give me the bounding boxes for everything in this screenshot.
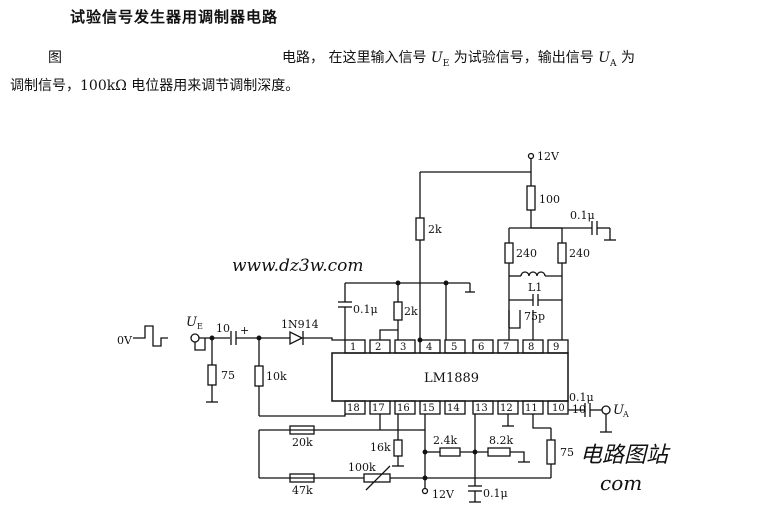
ue-sub: E [197,322,203,331]
wire [532,414,551,429]
l1-label: L1 [528,281,542,294]
resistor-240-right [557,242,567,264]
desc-middle: 电路， 在这里输入信号 [282,50,427,66]
r240-left-label: 240 [516,247,537,260]
pin-11: 11 [525,403,538,414]
vcc-bottom-terminal [421,487,429,495]
fig-prefix: 图 [48,50,62,66]
pin-12: 12 [500,403,513,414]
diode-1n914 [289,330,304,346]
pin-7: 7 [503,342,509,353]
pin-5: 5 [451,342,457,353]
resistor-16k [393,439,403,457]
pin-14: 14 [447,403,460,414]
top-pin-numbers: 1 2 3 4 5 6 7 8 9 [350,342,559,353]
wire [379,329,398,340]
resistor-2-4k [439,447,461,457]
resistor-8-2k [487,447,511,457]
pin-15: 15 [422,403,435,414]
r82k-label: 8.2k [489,434,513,447]
pin-1: 1 [350,342,356,353]
junction [417,337,423,343]
vcc-bottom-label: 12V [432,488,455,501]
c01-top-label: 0.1μ [570,209,595,222]
c10-out-label: 10 [572,403,586,416]
ua-sub: A [622,410,629,419]
description-line-2: 调制信号，100kΩ 电位器用来调节调制深度。 [10,78,300,94]
r24k-label: 2.4k [433,434,457,447]
r100-label: 100 [539,193,560,206]
inductor-l1 [520,271,546,277]
watermark-corner-cn: 电路图站 [580,443,671,468]
ua-subscript: A [610,58,617,69]
diode-label: 1N914 [281,318,319,331]
ov-label: 0V [117,334,133,347]
r75-in-label: 75 [221,369,235,382]
pin-16: 16 [397,403,410,414]
c01-bottom-label: 0.1μ [483,487,508,500]
ue-subscript: E [442,58,450,69]
resistor-10k [254,365,264,387]
pin-2: 2 [375,342,381,353]
resistor-2k-b [393,301,403,321]
resistor-240-left [504,242,514,264]
vcc-top-label: 12V [537,150,560,163]
desc-suffix: 为 [620,50,635,66]
r10k-label: 10k [266,370,287,383]
resistor-100 [526,185,536,211]
ue-symbol: U [430,50,443,66]
pot-wiper-arrow [365,465,391,491]
pin-3: 3 [400,342,406,353]
watermark-text: www.dz3w.com [232,256,364,276]
pin-18: 18 [347,403,360,414]
pin-17: 17 [372,403,385,414]
pin-4: 4 [426,342,432,353]
resistor-47k [289,473,315,483]
resistor-2k-a [415,217,425,241]
pin-6: 6 [478,342,484,353]
watermark-corner-url: com [600,471,642,495]
wire [303,337,345,341]
c01-out-label: 0.1μ [569,391,594,404]
page-title: 试验信号发生器用调制器电路 [70,8,279,26]
c01-pin-label: 0.1μ [353,303,378,316]
c10-in-label: 10 [216,322,230,335]
chip-name: LM1889 [424,371,479,386]
r16k-label: 16k [370,441,391,454]
ue-label: U [186,315,198,330]
c75p-label: 75p [524,310,545,323]
r75-out-label: 75 [560,446,574,459]
r240-right-label: 240 [569,247,590,260]
pin-10: 10 [552,403,565,414]
wire [194,338,206,351]
plus-label: + [240,324,249,337]
description-line-1: 图电路， 在这里输入信号 UE 为试验信号，输出信号 UA 为 [48,44,635,78]
resistor-75-out [546,439,556,465]
pot-label: 100k [348,461,376,474]
bottom-pins [344,400,569,415]
ua-symbol: U [598,50,611,66]
r2k-b-label: 2k [404,305,418,318]
wire [259,414,346,417]
ua-label: U [613,403,625,418]
wire [509,310,521,329]
r2k-a-label: 2k [428,223,442,236]
resistor-75-in [207,364,217,386]
ua-terminal [601,405,611,415]
pin-9: 9 [553,342,559,353]
r47k-label: 47k [292,484,313,497]
potentiometer-100k [363,473,391,483]
resistor-20k [289,425,315,435]
pin-13: 13 [475,403,488,414]
desc-mid2: 为试验信号，输出信号 [453,50,594,66]
wire [510,451,525,462]
pin-8: 8 [528,342,534,353]
junction [209,335,215,341]
vcc-top-terminal [527,152,535,160]
ue-terminal [190,333,200,343]
bottom-pin-numbers: 18 17 16 15 14 13 12 11 10 [347,403,565,414]
r20k-label: 20k [292,436,313,449]
square-wave-icon [133,325,168,347]
